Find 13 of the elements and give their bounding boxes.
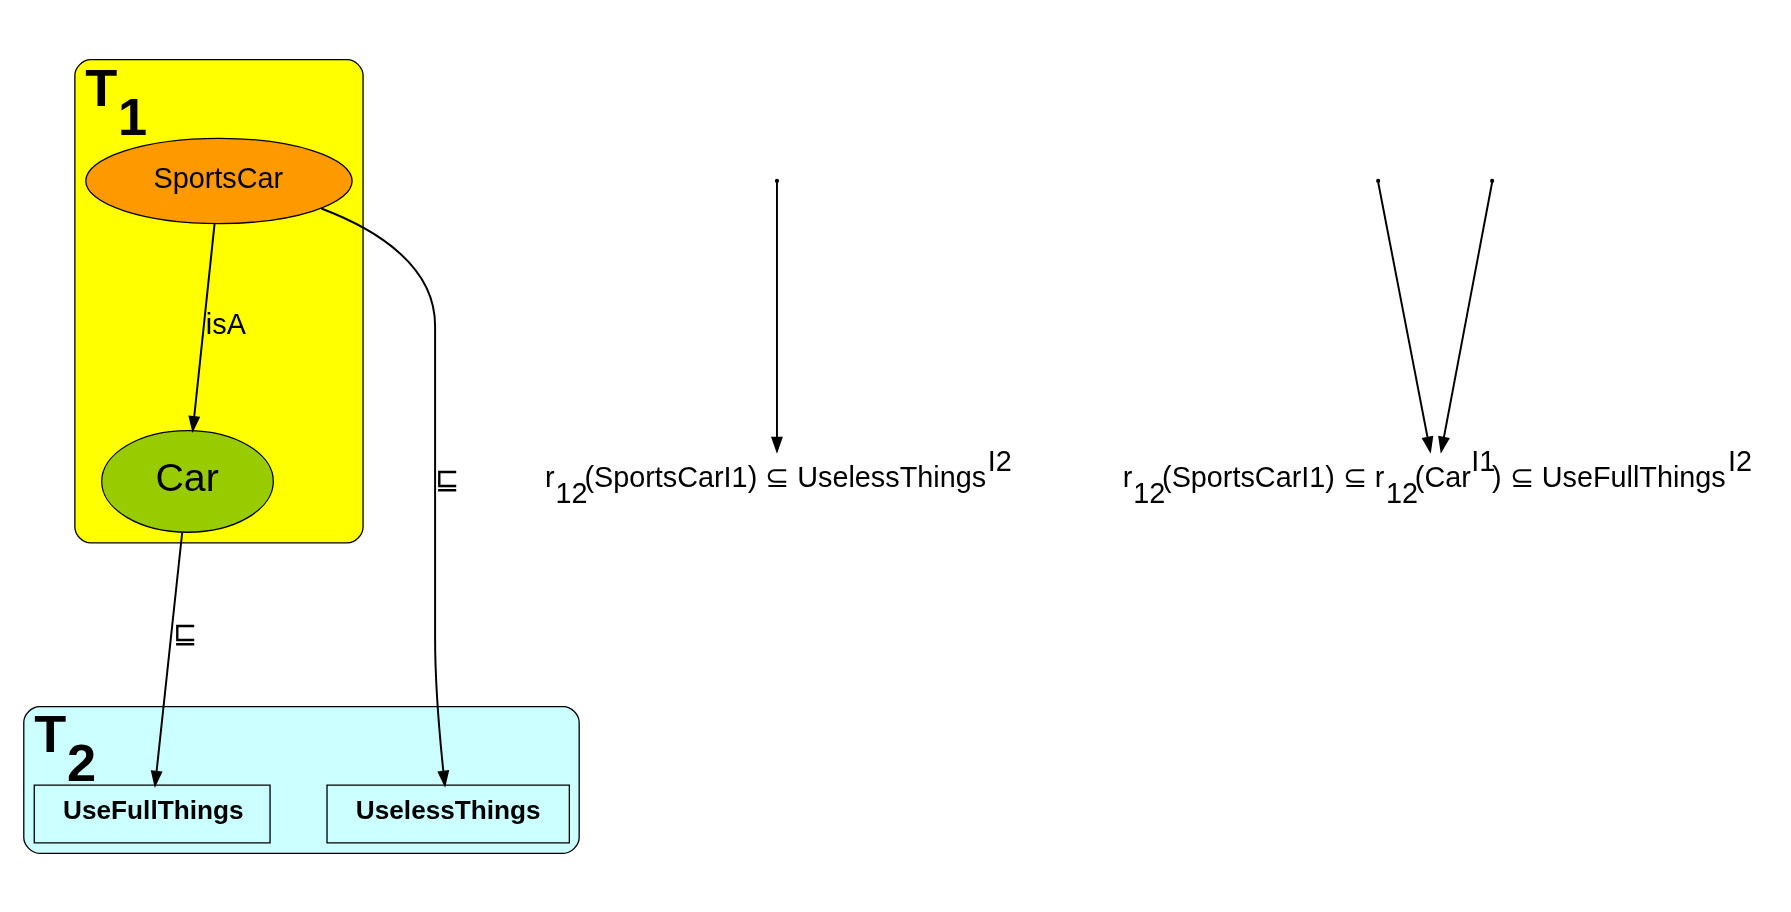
arrow bbox=[1377, 180, 1434, 454]
arrow bbox=[771, 180, 783, 454]
edge-label: ⊑ bbox=[173, 616, 198, 649]
node-box: UseFullThings bbox=[33, 784, 271, 843]
edge-label: ⊑ bbox=[435, 462, 460, 495]
edge-label: isA bbox=[205, 307, 246, 340]
node-box: UselessThings bbox=[326, 784, 570, 843]
node-ellipse: Car bbox=[101, 429, 274, 533]
arrow bbox=[188, 222, 216, 433]
arrow bbox=[1438, 180, 1494, 454]
arrow bbox=[150, 531, 184, 788]
arrow bbox=[320, 207, 450, 788]
node-ellipse: SportsCar bbox=[85, 137, 353, 224]
